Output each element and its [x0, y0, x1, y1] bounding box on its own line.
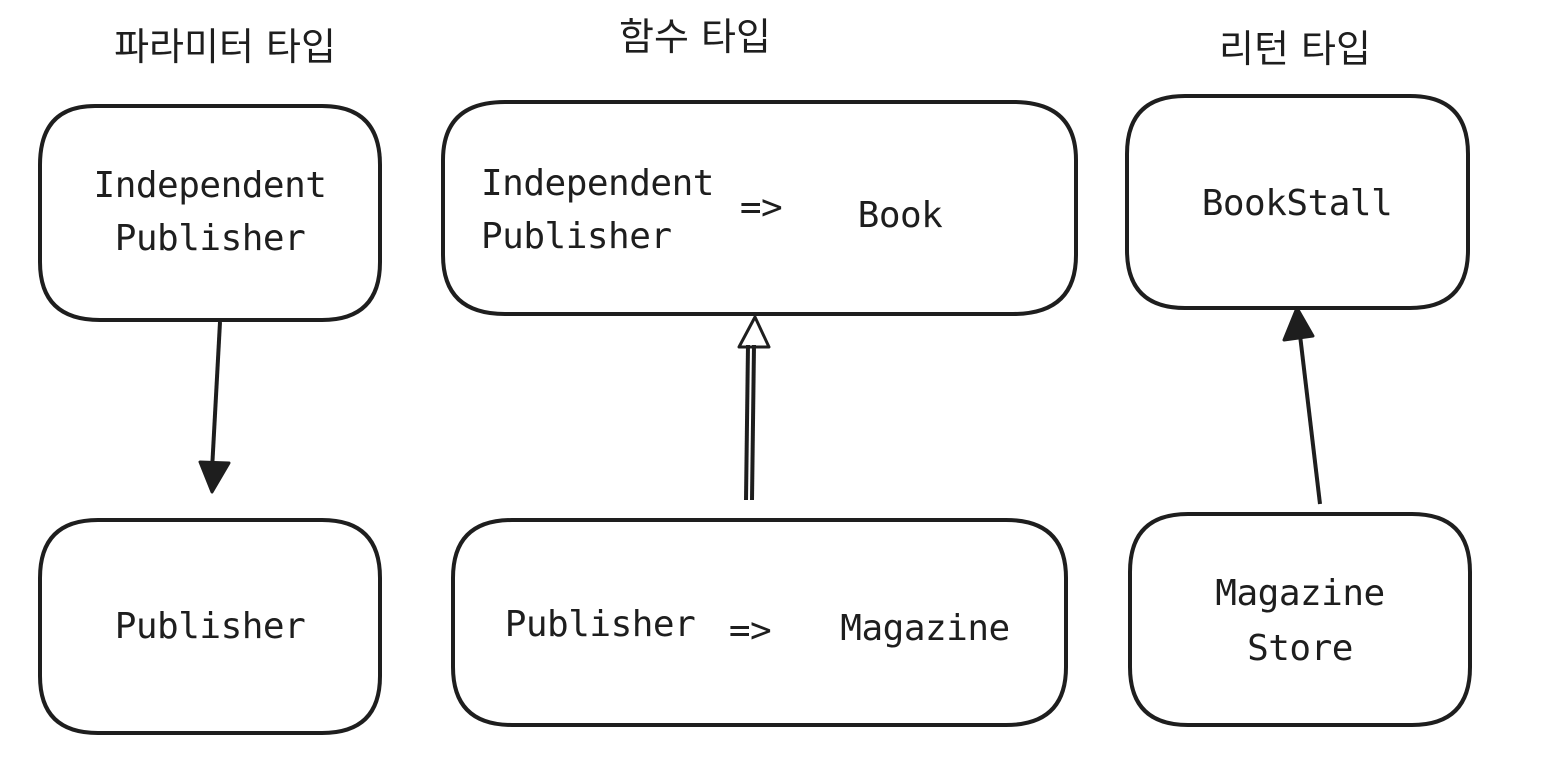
function-top-arrow-symbol: =>: [740, 187, 782, 228]
header-return-type: 리턴 타입: [1219, 27, 1371, 71]
function-bottom-arrow-symbol: =>: [729, 610, 771, 651]
parameter-bottom-node: Publisher: [38, 518, 382, 735]
return-bottom-label-line1: Magazine: [1215, 573, 1384, 614]
parameter-arrow: [198, 321, 231, 494]
function-top-param-line1: Independent: [481, 163, 714, 204]
function-bottom-node: Publisher => Magazine: [451, 518, 1068, 727]
function-bottom-return: Magazine: [840, 608, 1009, 649]
function-arrow: [737, 315, 771, 501]
return-top-node: BookStall: [1125, 94, 1470, 310]
parameter-top-label-line1: Independent: [94, 165, 327, 206]
header-function-type: 함수 타입: [619, 15, 771, 59]
parameter-top-label-line2: Publisher: [115, 218, 306, 259]
function-top-return: Book: [858, 195, 944, 236]
return-bottom-label-line2: Store: [1247, 628, 1353, 669]
return-top-label: BookStall: [1202, 183, 1393, 224]
header-parameter-type: 파라미터 타입: [114, 25, 336, 69]
function-bottom-param: Publisher: [505, 604, 696, 645]
parameter-bottom-label: Publisher: [115, 606, 306, 647]
function-top-param-line2: Publisher: [481, 216, 672, 257]
function-top-node: Independent Publisher => Book: [441, 100, 1078, 316]
return-arrow: [1282, 306, 1322, 505]
parameter-top-node: Independent Publisher: [38, 104, 382, 322]
return-bottom-node: Magazine Store: [1128, 512, 1472, 727]
